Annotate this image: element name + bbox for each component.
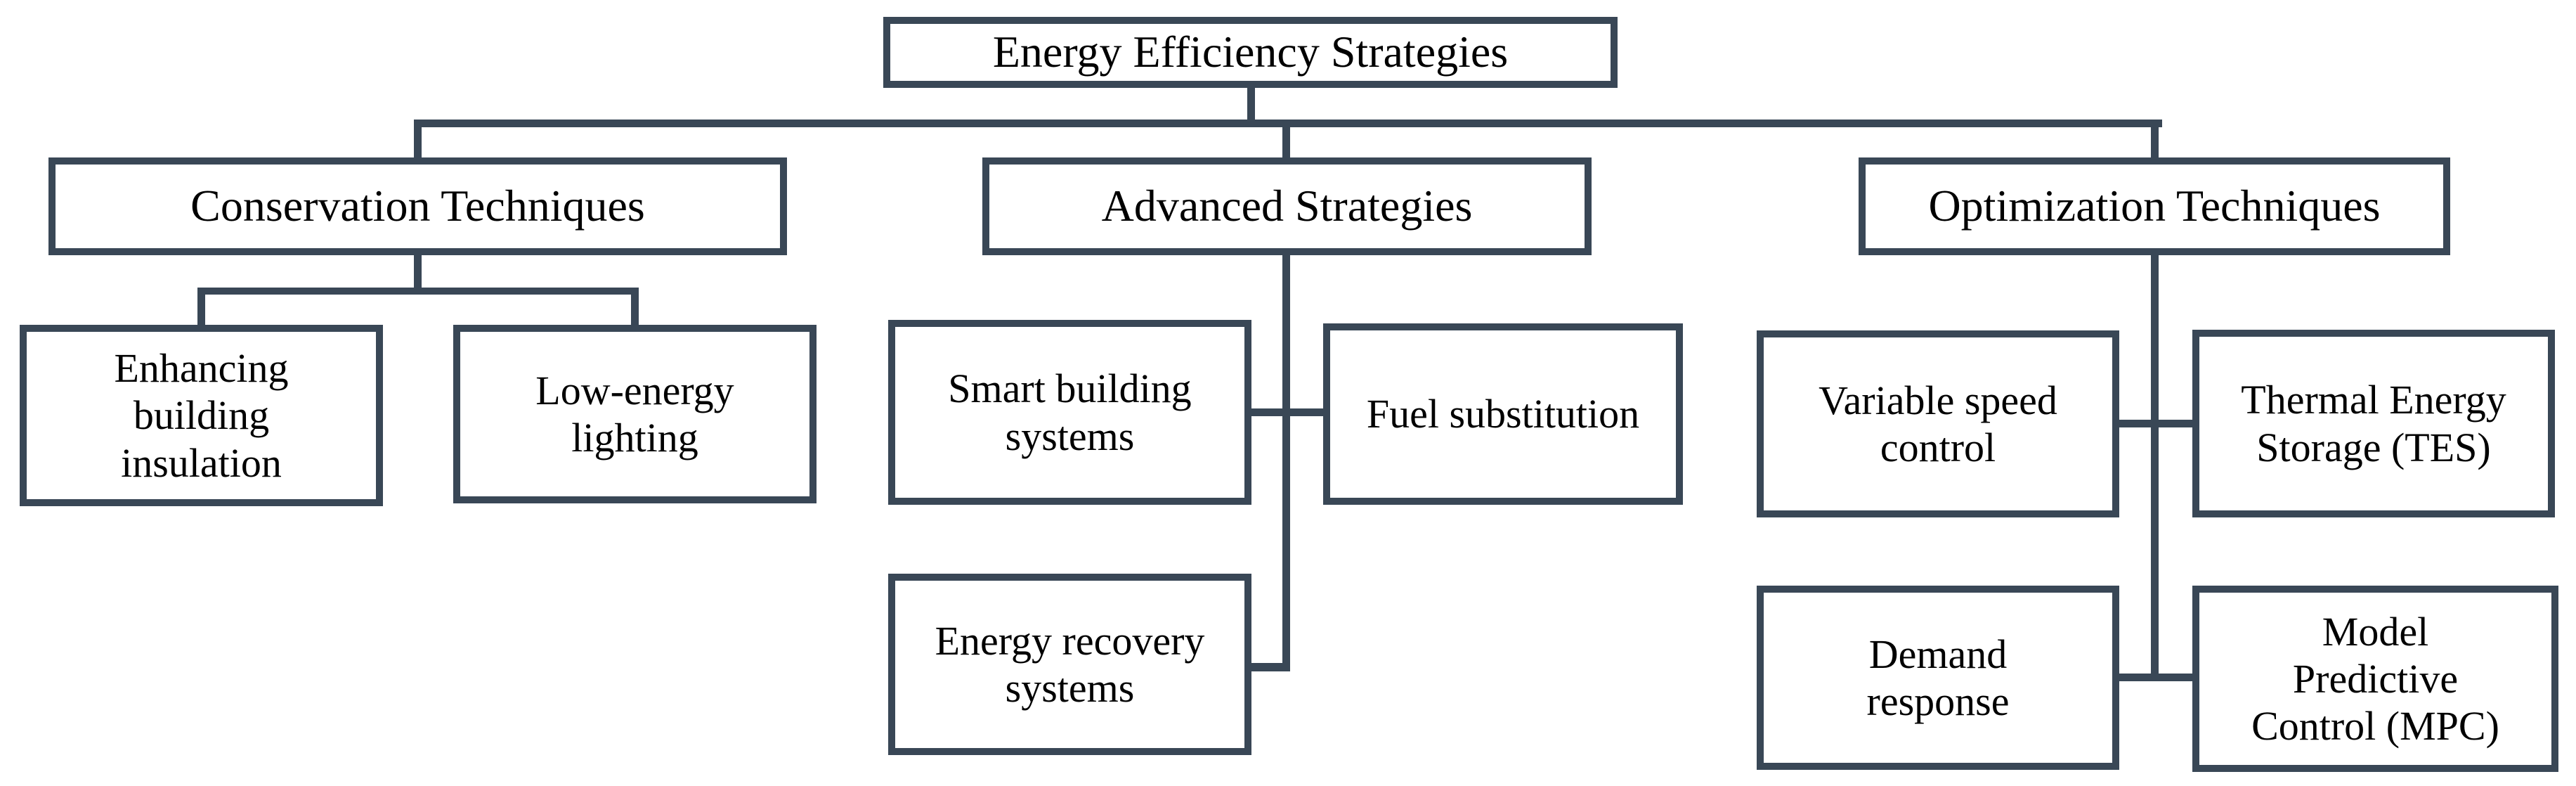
node-enhancing-building-insulation: Enhancing building insulation [20, 325, 383, 506]
node-smart-building-systems: Smart building systems [888, 320, 1251, 505]
node-variable-speed-control: Variable speed control [1757, 330, 2119, 517]
connector-optimization-trunk [2151, 255, 2159, 681]
node-thermal-energy-storage: Thermal Energy Storage (TES) [2192, 330, 2555, 517]
node-low-energy-lighting: Low-energy lighting [453, 325, 817, 503]
connector-root-stub [1247, 84, 1255, 124]
connector-optimization-drop [2151, 120, 2159, 159]
connector-conservation-bar [197, 288, 639, 295]
connector-advanced-trunk [1282, 255, 1290, 671]
node-demand-response: Demand response [1757, 586, 2119, 770]
node-advanced-strategies: Advanced Strategies [982, 157, 1592, 255]
connector-conservation-stub [414, 255, 422, 290]
connector-variable-tes-stub [2119, 420, 2192, 427]
connector-conservation-drop [414, 120, 422, 159]
node-conservation-techniques: Conservation Techniques [48, 157, 787, 255]
node-model-predictive-control: Model Predictive Control (MPC) [2192, 586, 2558, 772]
node-energy-efficiency-strategies: Energy Efficiency Strategies [883, 17, 1618, 88]
connector-smart-fuel-stub [1251, 408, 1323, 416]
connector-demand-mpc-stub [2119, 674, 2192, 681]
connector-advanced-drop [1282, 120, 1290, 159]
connector-energyrec-elbow [1251, 663, 1290, 671]
connector-lowenergy-stub [631, 288, 639, 326]
node-fuel-substitution: Fuel substitution [1323, 323, 1683, 505]
node-optimization-techniques: Optimization Techniques [1859, 157, 2450, 255]
node-energy-recovery-systems: Energy recovery systems [888, 574, 1251, 755]
connector-enhancing-stub [197, 288, 205, 326]
